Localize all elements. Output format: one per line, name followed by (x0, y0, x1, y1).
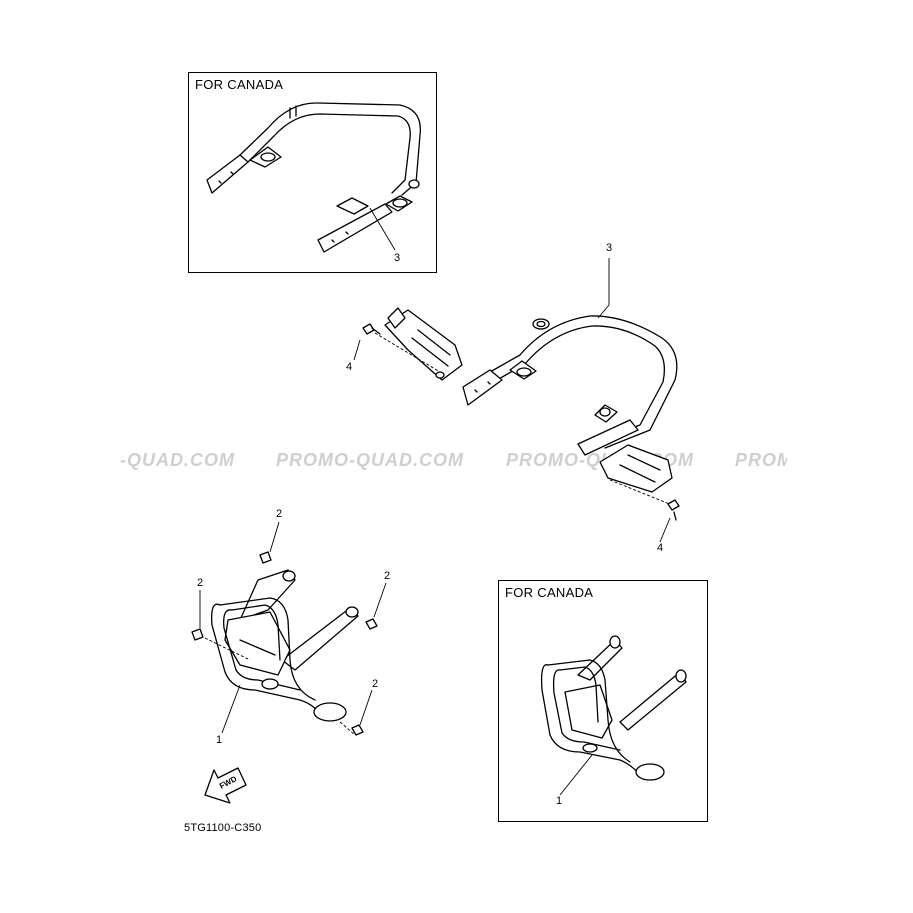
rear-grab-bar-canada (206, 102, 421, 253)
callout-number: 3 (394, 252, 401, 264)
canada-variant-box-bottom: FOR CANADA (498, 580, 708, 822)
rear-grab-bar-main (353, 258, 680, 543)
watermark-text: -QUAD.COM (120, 450, 235, 470)
callout-number: 4 (346, 361, 353, 373)
callout-number: 1 (216, 734, 223, 746)
callout-number: 2 (197, 577, 204, 589)
drawing-code: 5TG1100-C350 (184, 822, 262, 834)
callout-number: 2 (276, 508, 283, 520)
callout-number: 2 (372, 678, 379, 690)
front-bumper-canada (540, 635, 687, 796)
callout-number: 3 (606, 242, 613, 254)
box-label: FOR CANADA (505, 585, 594, 600)
callout-number: 4 (657, 542, 664, 554)
callout-number: 1 (556, 795, 563, 807)
callout-number: 2 (384, 570, 391, 582)
fwd-arrow-icon (204, 767, 247, 804)
front-bumper-main (191, 521, 387, 736)
watermark-text: PROMO-QUAD.COM (276, 450, 464, 470)
canada-variant-box-top: FOR CANADA (188, 72, 437, 273)
box-label: FOR CANADA (195, 77, 284, 92)
watermark-text: PROMO (735, 450, 787, 470)
